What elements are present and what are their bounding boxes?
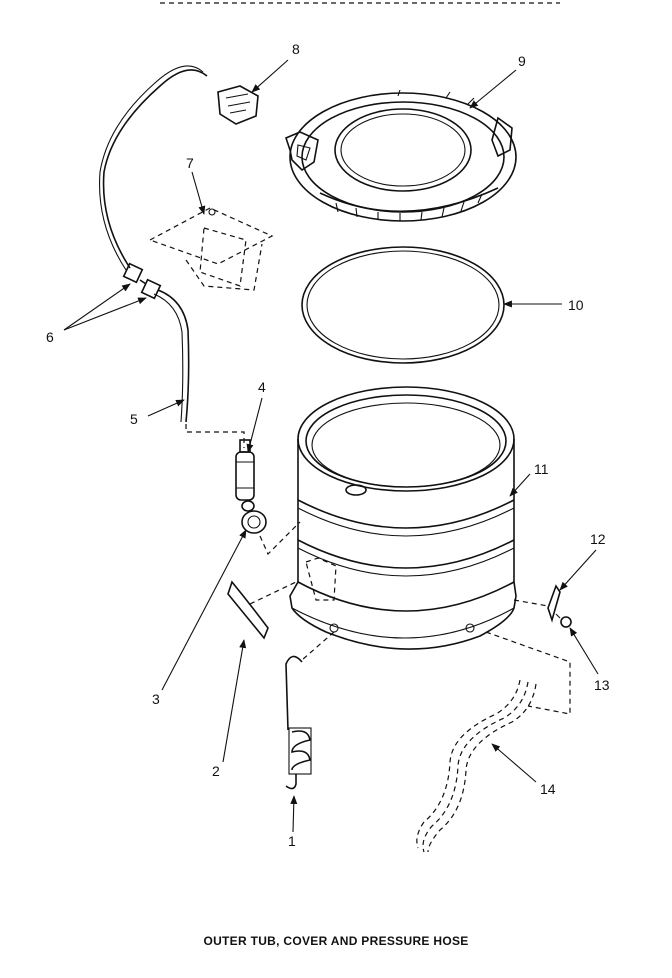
part-11-outer-tub [289,386,517,650]
part-13-screw [555,613,572,628]
leader-6a [63,283,131,331]
part-11-dashed-route-14 [485,631,571,715]
callout-11: 11 [534,461,549,477]
part-6-hose-connectors [122,262,162,300]
leader-13 [569,627,599,675]
callout-12: 12 [590,531,606,547]
leader-3 [161,529,247,691]
part-8-clip [217,85,259,125]
diagram-caption: OUTER TUB, COVER AND PRESSURE HOSE [203,934,469,948]
leader-2 [222,639,247,763]
leader-8 [251,59,289,93]
leader-1 [290,795,298,833]
leader-7 [191,171,206,215]
callout-4: 4 [258,379,266,395]
leader-11 [509,473,531,497]
callout-9: 9 [518,53,526,69]
leader-14 [491,743,537,783]
leader-6b [63,297,147,331]
part-4-connector [235,439,255,501]
part-12-bracket [547,584,561,623]
callout-3: 3 [152,691,160,707]
callout-10: 10 [568,297,584,313]
part-1-spring [285,655,312,790]
part-5-lower-hose [157,289,190,423]
part-9-tub-cover [285,89,517,222]
leader-9 [469,69,517,109]
part-14-harness [416,679,537,853]
part-10-gasket-outer [301,246,505,364]
part-3-dashed-route [259,521,301,556]
part-7-bracket [148,207,274,291]
callout-6: 6 [46,329,54,345]
part-2-shield [227,580,269,640]
leader-5 [147,399,185,417]
callout-13: 13 [594,677,610,693]
part-11-dashed-route-1 [301,631,335,661]
leader-4 [246,397,263,453]
callout-14: 14 [540,781,556,797]
part-11-dashed-route-12 [513,599,549,607]
part-10-gasket-inner [306,250,500,360]
part-3-grommet [241,500,267,534]
leader-12 [559,549,597,591]
part-2-dashed-route [249,581,297,605]
callout-8: 8 [292,41,300,57]
callout-1: 1 [288,833,296,849]
part-5-dashed-route [185,424,245,448]
callout-5: 5 [130,411,138,427]
pressure-hose-upper [102,69,208,269]
callout-7: 7 [186,155,194,171]
callout-2: 2 [212,763,220,779]
